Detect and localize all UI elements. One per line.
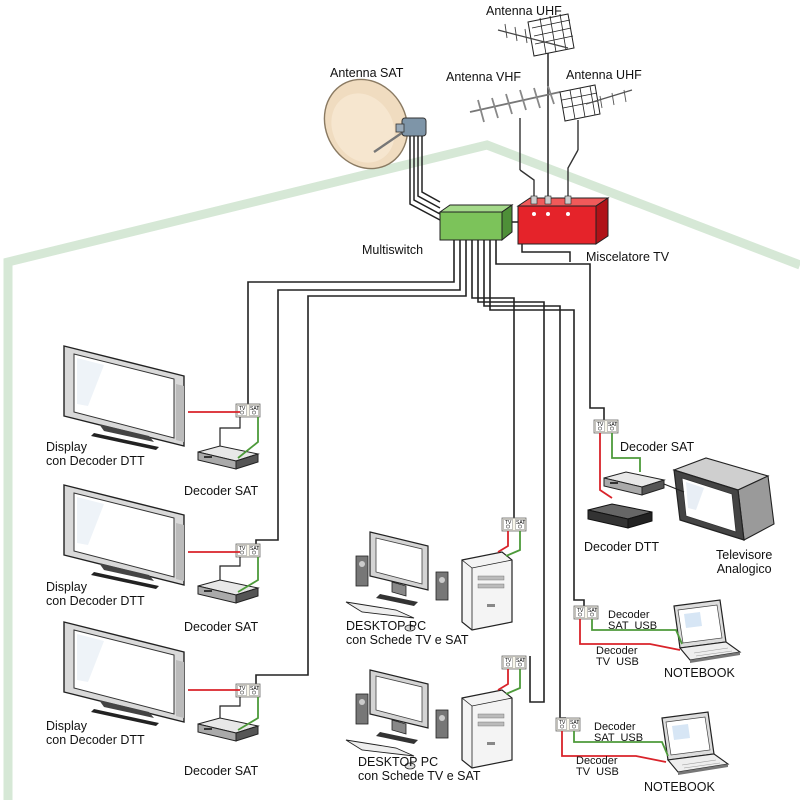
label-antenna-sat: Antenna SAT <box>330 66 404 80</box>
wall-socket-3: TV SAT <box>235 683 261 698</box>
svg-text:TV: TV <box>505 520 512 526</box>
wall-socket-2: TV SAT <box>235 543 261 558</box>
label-multiswitch: Multiswitch <box>362 243 424 257</box>
decoder-sat-box-right <box>603 471 665 496</box>
label-decoder-dtt-right: Decoder DTT <box>584 540 660 554</box>
label-nb1-decoder-tv-usb: Decoder TV USB <box>596 645 639 668</box>
multiswitch-box <box>438 204 514 242</box>
wall-socket-5: TV SAT <box>501 655 527 670</box>
label-televisore: Televisore Analogico <box>716 548 773 576</box>
notebook-1 <box>673 599 741 664</box>
desktop-pc-1 <box>345 531 513 632</box>
antenna-vhf <box>469 85 561 200</box>
wall-socket-6: TV SAT <box>593 419 619 434</box>
wall-socket-7: TV SAT <box>573 605 599 620</box>
label-decoder-sat-1: Decoder SAT <box>184 484 259 498</box>
antenna-uhf-right <box>559 84 633 200</box>
label-antenna-vhf: Antenna VHF <box>446 70 522 84</box>
decoder-dtt-box-right <box>587 503 653 529</box>
wall-socket-4: TV SAT <box>501 517 527 532</box>
svg-text:SAT: SAT <box>516 658 525 664</box>
display-tv-3 <box>63 621 185 727</box>
antenna-sat-dish <box>323 78 441 221</box>
label-display-3: Display con Decoder DTT <box>46 719 145 747</box>
label-decoder-sat-right: Decoder SAT <box>620 440 695 454</box>
wall-socket-1: TV SAT <box>235 403 261 418</box>
svg-text:SAT: SAT <box>250 546 259 552</box>
svg-text:SAT: SAT <box>250 686 259 692</box>
svg-text:TV: TV <box>505 658 512 664</box>
label-notebook-1: NOTEBOOK <box>664 666 735 680</box>
svg-text:SAT: SAT <box>516 520 525 526</box>
label-desktop-1: DESKTOP PC con Schede TV e SAT <box>346 619 469 647</box>
label-nb2-decoder-tv-usb: Decoder TV USB <box>576 755 619 778</box>
display-tv-1 <box>63 345 185 451</box>
label-decoder-sat-2: Decoder SAT <box>184 620 259 634</box>
svg-text:SAT: SAT <box>588 608 597 614</box>
svg-text:SAT: SAT <box>608 422 617 428</box>
svg-text:TV: TV <box>239 546 246 552</box>
decoder-sat-box-2 <box>197 579 259 604</box>
label-display-1: Display con Decoder DTT <box>46 440 145 468</box>
label-miscelatore: Miscelatore TV <box>586 250 670 264</box>
label-nb2-decoder-sat-usb: Decoder SAT USB <box>594 721 644 744</box>
svg-text:TV: TV <box>559 720 566 726</box>
svg-text:TV: TV <box>239 686 246 692</box>
wall-socket-8: TV SAT <box>555 717 581 732</box>
miscelatore-tv <box>516 195 610 245</box>
svg-text:TV: TV <box>577 608 584 614</box>
svg-text:SAT: SAT <box>570 720 579 726</box>
label-antenna-uhf-top: Antenna UHF <box>486 4 562 18</box>
label-nb1-decoder-sat-usb: Decoder SAT USB <box>608 609 658 632</box>
svg-text:SAT: SAT <box>250 406 259 412</box>
label-desktop-2: DESKTOP PC con Schede TV e SAT <box>358 755 481 783</box>
display-tv-2 <box>63 484 185 590</box>
label-antenna-uhf-right: Antenna UHF <box>566 68 642 82</box>
label-display-2: Display con Decoder DTT <box>46 580 145 608</box>
notebook-2 <box>661 711 729 776</box>
decoder-sat-box-3 <box>197 717 259 742</box>
label-decoder-sat-3: Decoder SAT <box>184 764 259 778</box>
svg-text:TV: TV <box>239 406 246 412</box>
svg-text:TV: TV <box>597 422 604 428</box>
label-notebook-2: NOTEBOOK <box>644 780 715 794</box>
analog-television <box>672 457 775 541</box>
antenna-uhf-top <box>497 13 575 200</box>
house-outline <box>3 140 800 800</box>
